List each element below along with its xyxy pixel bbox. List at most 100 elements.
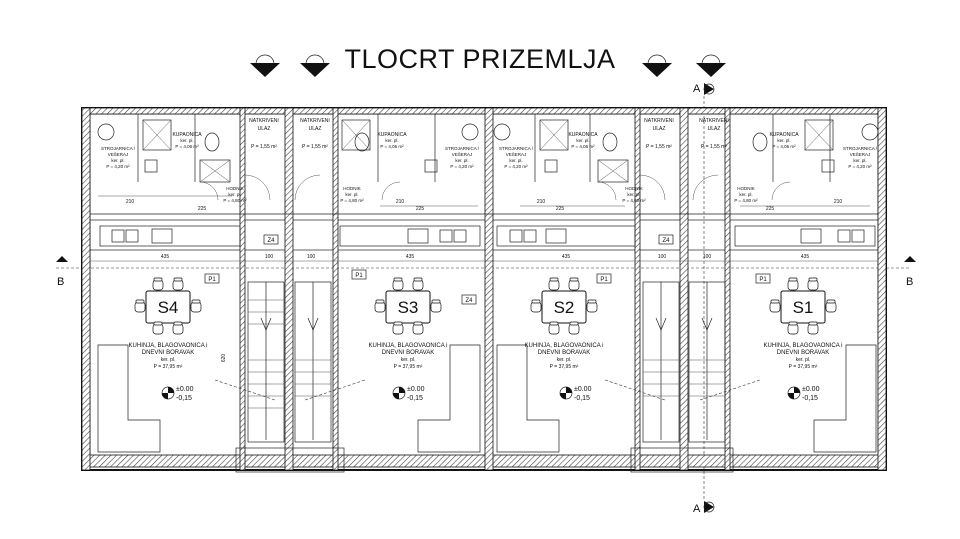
unit-id: S1 [793, 298, 814, 317]
room-name: STROJARNICA / [843, 146, 878, 151]
room-area: P = 4,80 m² [223, 198, 247, 203]
tag-label: P1 [759, 277, 767, 283]
room-area: P = 4,06 m² [380, 144, 404, 149]
room-name: STROJARNICA / [445, 146, 480, 151]
room-floor: ker. pl. [401, 357, 416, 363]
dimension-lines [90, 195, 878, 262]
section-a-bottom: A [693, 501, 715, 515]
tag-label: Z4 [662, 238, 670, 244]
dining-table [134, 277, 202, 335]
unit-s2: S2 KUHINJA, BLAGOVAONICA i DNEVNI BORAVA… [499, 118, 674, 402]
room-area: P = 1,55 m² [701, 144, 727, 150]
level-value: -0,15 [574, 395, 590, 402]
tag-label: P1 [600, 277, 608, 283]
dimension-label: 210 [537, 199, 546, 205]
room-name: HODNIK [226, 186, 244, 191]
room-area: P = 4,20 m² [450, 164, 474, 169]
level-value: -0,15 [407, 395, 423, 402]
room-floor: ker. pl. [455, 158, 468, 163]
room-floor: ker. pl. [739, 192, 752, 197]
dimension-label: 225 [766, 206, 775, 212]
room-name: ULAZ [258, 126, 271, 132]
room-floor: ker. pl. [777, 138, 790, 143]
dimension-label: 435 [562, 254, 571, 260]
unit-id: S2 [554, 298, 575, 317]
room-name: DNEVNI BORAVAK [777, 350, 829, 356]
room-name: STROJARNICA / [499, 146, 534, 151]
dimension-label: 435 [801, 254, 810, 260]
room-name: HODNIK [625, 186, 643, 191]
dimension-label: 100 [265, 254, 274, 260]
tag-label: Z4 [465, 298, 473, 304]
room-name: ULAZ [708, 126, 721, 132]
dining-tables [134, 277, 837, 335]
room-area: P = 4,80 m² [734, 198, 758, 203]
stairs [247, 281, 726, 443]
room-name: VEŠERAJ [850, 151, 871, 157]
sofas [97, 344, 877, 453]
section-arrow-icon [56, 256, 68, 262]
section-arrow-icon [704, 83, 714, 95]
room-name: KUPAONICA [377, 132, 407, 138]
tag-label: P1 [208, 277, 216, 283]
door-swings [199, 174, 791, 201]
room-area: P = 4,20 m² [848, 164, 872, 169]
room-name: STROJARNICA / [101, 146, 136, 151]
dimension-label: 100 [307, 254, 316, 260]
section-label: A [693, 503, 701, 515]
elevation-marker-icon [642, 54, 672, 77]
plan-title: TLOCRT PRIZEMLJA [344, 44, 616, 74]
dining-table [374, 277, 442, 335]
room-name: KUPAONICA [568, 132, 598, 138]
section-b-left: B [56, 256, 910, 288]
room-area: P = 4,06 m² [571, 144, 595, 149]
section-arrow-icon [704, 501, 714, 513]
level-value: ±0.00 [802, 386, 820, 393]
room-floor: ker. pl. [853, 158, 866, 163]
dimension-label: 210 [396, 199, 405, 205]
dimension-label: 225 [416, 206, 425, 212]
dimension-label: 210 [834, 199, 843, 205]
room-floor: ker. pl. [180, 138, 193, 143]
room-area: P = 4,20 m² [106, 164, 130, 169]
elevation-markers: Ⅳ Ⅴ [250, 54, 726, 77]
level-value: ±0.00 [574, 386, 592, 393]
kitchen-counters [99, 225, 876, 247]
room-name: HODNIK [343, 186, 361, 191]
room-floor: ker. pl. [509, 158, 522, 163]
level-value: ±0.00 [407, 386, 425, 393]
level-value: -0,15 [176, 395, 192, 402]
room-floor: ker. pl. [161, 357, 176, 363]
room-name: ULAZ [653, 126, 666, 132]
room-name: VEŠERAJ [452, 151, 473, 157]
level-markers [161, 386, 801, 400]
room-area: P = 37,95 m² [394, 364, 423, 370]
building-walls [81, 107, 887, 473]
dashed-guides [214, 379, 761, 401]
room-floor: ker. pl. [627, 192, 640, 197]
room-area: P = 37,95 m² [550, 364, 579, 370]
room-name: KUHINJA, BLAGOVAONICA i [129, 343, 208, 349]
room-name: DNEVNI BORAVAK [538, 350, 590, 356]
room-area: P = 37,95 m² [789, 364, 818, 370]
dimension-label: 100 [703, 254, 712, 260]
room-floor: ker. pl. [228, 192, 241, 197]
room-name: NATKRIVENI [699, 118, 729, 124]
dimension-label: 210 [126, 199, 135, 205]
room-name: NATKRIVENI [644, 118, 674, 124]
room-area: P = 1,55 m² [302, 144, 328, 150]
room-area: P = 4,20 m² [504, 164, 528, 169]
dimension-label: 100 [658, 254, 667, 260]
room-floor: ker. pl. [345, 192, 358, 197]
level-value: -0,15 [802, 395, 818, 402]
dimension-label: 435 [161, 254, 170, 260]
room-area: P = 4,06 m² [772, 144, 796, 149]
elevation-marker-icon [300, 54, 330, 77]
dining-table [769, 277, 837, 335]
room-name: KUHINJA, BLAGOVAONICA i [525, 343, 604, 349]
room-area: P = 4,06 m² [175, 144, 199, 149]
unit-s1: S1 KUHINJA, BLAGOVAONICA i DNEVNI BORAVA… [699, 118, 878, 402]
svg-text:Ⅳ Ⅴ: Ⅳ Ⅴ [260, 58, 270, 64]
room-floor: ker. pl. [385, 138, 398, 143]
